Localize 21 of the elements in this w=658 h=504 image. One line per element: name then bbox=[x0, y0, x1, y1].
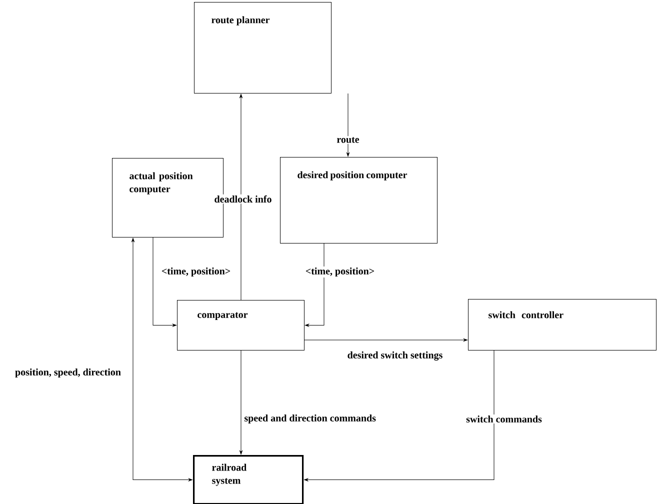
arrow bbox=[132, 238, 192, 482]
process-box: desired position computer bbox=[280, 157, 438, 244]
edge-label: speed and direction commands bbox=[243, 413, 377, 425]
arrow bbox=[240, 350, 242, 454]
edge-label: <time, position> bbox=[160, 266, 232, 278]
process-box: comparator bbox=[177, 300, 304, 350]
edge-label: switch commands bbox=[465, 414, 543, 424]
arrow bbox=[152, 237, 176, 327]
arrow bbox=[304, 338, 468, 342]
arrow bbox=[240, 94, 242, 300]
edge-label: position, speed, direction bbox=[14, 367, 122, 379]
arrow bbox=[305, 243, 324, 327]
process-box: switch controller bbox=[468, 299, 656, 350]
process-box: railroad system bbox=[193, 455, 304, 504]
arrow bbox=[304, 350, 494, 482]
process-box: route planner bbox=[194, 2, 332, 94]
edge-label: desired switch settings bbox=[346, 350, 444, 362]
edge-label: route bbox=[336, 136, 360, 144]
arrow bbox=[346, 93, 350, 156]
edge-label: deadlock info bbox=[213, 194, 273, 204]
edge-label: <time, position> bbox=[304, 266, 376, 278]
